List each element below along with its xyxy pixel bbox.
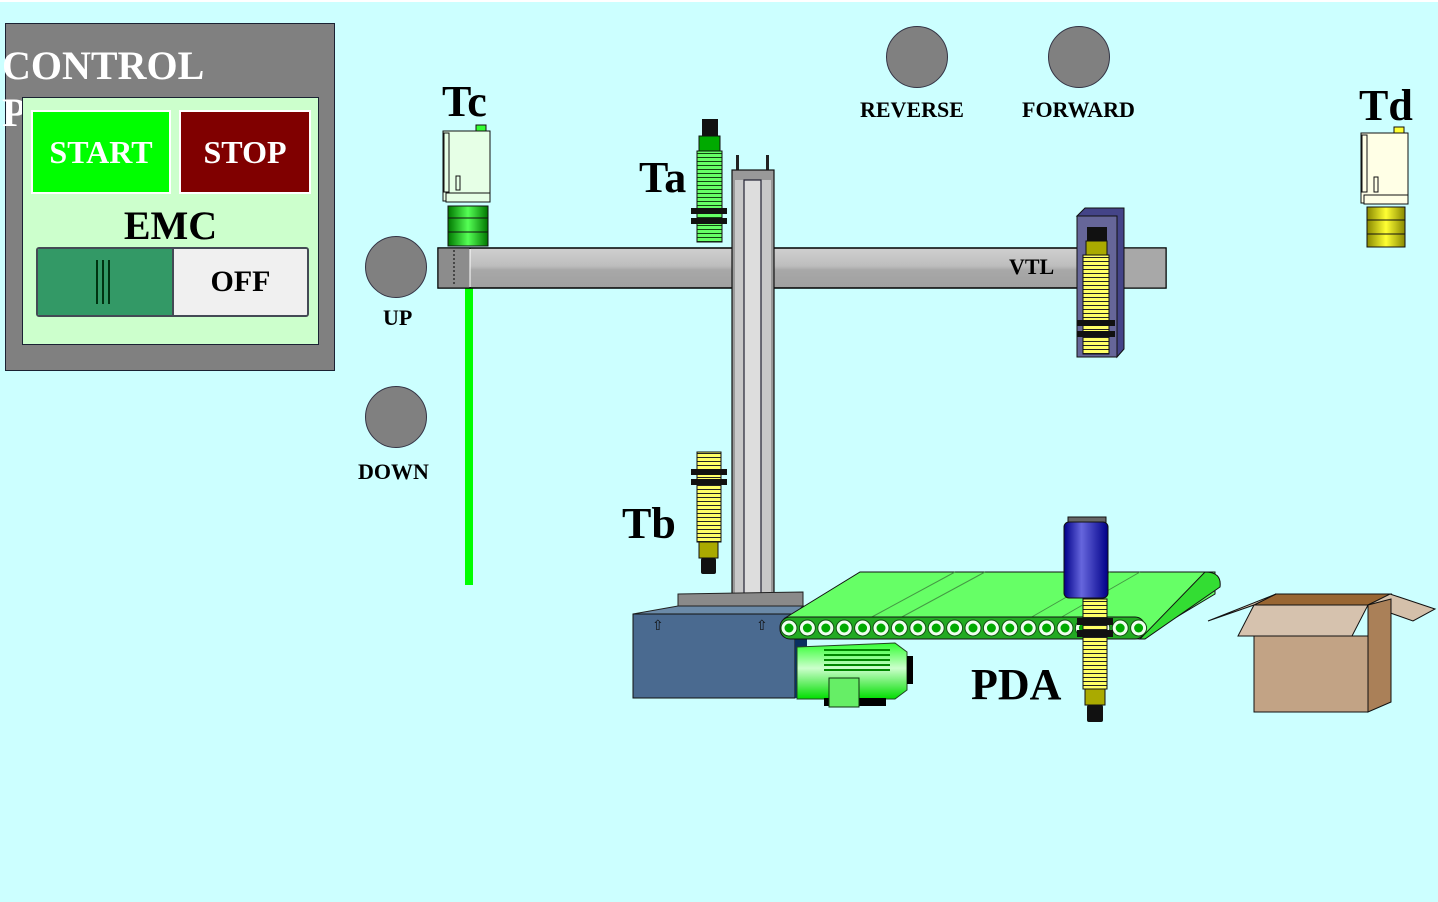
sensor-tc-label: Tc [442,77,487,126]
conveyor-roller-hub [1042,623,1052,633]
conveyor-roller-hub [858,623,868,633]
stop-button[interactable]: STOP [179,110,311,194]
control-panel-body: START STOP EMC OFF [22,97,319,345]
conveyor-roller-hub [894,623,904,633]
svg-text:⇧: ⇧ [756,619,768,634]
conveyor-roller-hub [1134,623,1144,633]
up-indicator-lamp [365,236,427,298]
start-button[interactable]: START [31,110,171,194]
sensor-ta [691,119,727,243]
svg-text:⇧: ⇧ [652,619,664,634]
conveyor-roller-hub [839,623,849,633]
forward-label: FORWARD [1022,97,1135,122]
down-indicator-lamp [365,386,427,448]
conveyor-rollers [780,619,1148,637]
forward-indicator-lamp [1048,26,1110,88]
conveyor-motor [796,642,913,708]
down-label: DOWN [358,459,429,484]
emc-toggle-switch[interactable]: OFF [36,247,309,317]
cardboard-box [1207,593,1437,713]
sensor-pda-label: PDA [971,660,1062,709]
conveyor-roller-hub [1005,623,1015,633]
conveyor-roller-hub [876,623,886,633]
emc-state-label: OFF [174,249,307,315]
control-panel: CONTROL PANEL START STOP EMC OFF [2,23,335,371]
reverse-indicator-lamp [886,26,948,88]
vertical-column [731,155,775,609]
conveyor-roller-hub [950,623,960,633]
sensor-tb [691,451,727,574]
conveyor-roller-hub [784,623,794,633]
machine-base: ⇧ ⇧ [632,591,807,699]
conveyor-roller-hub [913,623,923,633]
horizontal-arm [437,247,1167,289]
product-can [1063,516,1109,599]
sensor-tc [442,124,491,247]
sensor-pda [1077,598,1113,722]
conveyor-roller-hub [1060,623,1070,633]
conveyor-roller-hub [802,623,812,633]
conveyor-roller-hub [968,623,978,633]
sensor-td-label: Td [1359,81,1413,130]
emc-label: EMC [123,203,218,248]
sensor-ta-label: Ta [639,153,687,202]
grip-icon [94,260,112,304]
conveyor-roller-hub [931,623,941,633]
emc-toggle-knob[interactable] [38,249,174,315]
vtl-carriage [1075,207,1125,359]
conveyor-belt [779,571,1221,640]
sensor-tb-label: Tb [622,499,676,548]
reverse-label: REVERSE [860,97,964,122]
vtl-label: VTL [1009,254,1055,279]
conveyor-roller-hub [1023,623,1033,633]
light-beam [465,288,473,585]
conveyor-roller-hub [986,623,996,633]
sensor-td [1360,126,1409,248]
up-label: UP [383,305,413,330]
conveyor-roller-hub [821,623,831,633]
conveyor-roller-hub [1115,623,1125,633]
